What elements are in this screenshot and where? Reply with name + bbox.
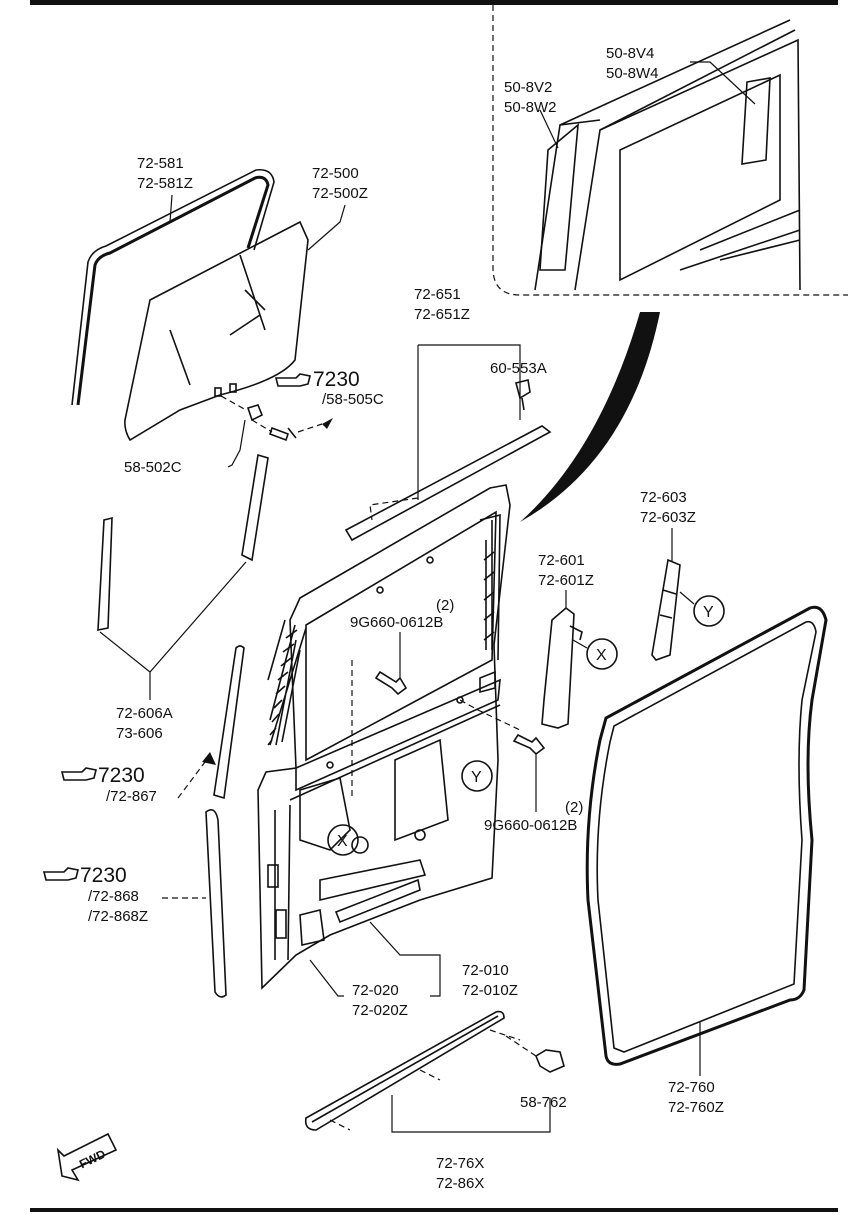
bolt-9g660-upper [374,670,408,696]
door-glass-72-500 [124,220,309,442]
strip-72-868 [205,809,227,998]
callout-x-door [327,824,359,856]
fwd-arrow-icon [56,1132,118,1182]
label-58-762: 58-762 [520,1094,567,1111]
label-72-601z: 72-601Z [538,572,594,589]
label-72-500z: 72-500Z [312,185,368,202]
bottom-border [30,1208,838,1212]
glass-run-72-581 [76,175,270,406]
label-72-500: 72-500 [312,165,359,182]
label-72-010z: 72-010Z [462,982,518,999]
label-50-8w4: 50-8W4 [606,65,659,82]
qty-9g660-upper: (2) [436,597,454,614]
guide-72-606a-left [97,516,113,631]
lower-rail-72-76x [304,1010,505,1131]
label-72-76x: 72-76X [436,1155,484,1172]
seal-50-8v2 [539,123,579,271]
hinge-72-603 [651,558,681,661]
door-inner-panel [257,484,511,990]
clip-60-553a [515,379,531,411]
label-9g660-lower: 9G660-0612B [484,817,577,834]
label-60-553a: 60-553A [490,360,547,377]
label-72-603z: 72-603Z [640,509,696,526]
label-72-606a: 72-606A [116,705,173,722]
top-border [30,0,838,5]
label-72-581z: 72-581Z [137,175,193,192]
hand-pointer-icon-3 [42,867,79,881]
hand-pointer-icon-1 [274,373,311,387]
callout-y-hinge-label: Y [703,604,714,621]
ref-7230-a: 7230 [313,368,360,391]
callout-y-door [461,760,493,792]
ref-72-868z: /72-868Z [88,908,148,925]
fwd-label: FWD [77,1147,108,1172]
weatherstrip-72-760 [585,605,828,1066]
callout-y-door-label: Y [471,769,482,786]
bolt-58-505c [268,426,297,442]
clip-58-502c [246,404,264,422]
label-50-8v4: 50-8V4 [606,45,654,62]
label-58-502c: 58-502C [124,459,182,476]
hand-pointer-icon-2 [60,767,97,781]
label-72-010: 72-010 [462,962,509,979]
ref-58-505c: /58-505C [322,391,384,408]
label-72-760: 72-760 [668,1079,715,1096]
ref-72-868: /72-868 [88,888,139,905]
belt-molding-72-651 [344,425,552,542]
label-72-601: 72-601 [538,552,585,569]
label-72-651: 72-651 [414,286,461,303]
label-72-581: 72-581 [137,155,184,172]
label-72-86x: 72-86X [436,1175,484,1192]
callout-x-door-label: X [337,833,348,850]
callout-y-hinge [693,595,725,627]
label-72-760z: 72-760Z [668,1099,724,1116]
seal-50-8v4 [741,77,771,165]
label-50-8v2: 50-8V2 [504,79,552,96]
strip-72-867 [213,645,245,800]
label-72-020z: 72-020Z [352,1002,408,1019]
ref-72-867: /72-867 [106,788,157,805]
bolt-9g660-lower [512,733,546,756]
label-73-606: 73-606 [116,725,163,742]
clip-58-762 [535,1049,565,1073]
label-72-603: 72-603 [640,489,687,506]
label-72-020: 72-020 [352,982,399,999]
ref-7230-b: 7230 [98,764,145,787]
callout-x-hinge-label: X [596,647,607,664]
guide-72-606a-right [241,453,269,562]
hinge-72-601 [541,606,575,729]
inset-detail [492,5,848,296]
ref-7230-c: 7230 [80,864,127,887]
label-50-8w2: 50-8W2 [504,99,557,116]
callout-x-hinge [586,638,618,670]
label-9g660-upper: 9G660-0612B [350,614,443,631]
inset-pointer [520,312,660,522]
label-72-651z: 72-651Z [414,306,470,323]
qty-9g660-lower: (2) [565,799,583,816]
